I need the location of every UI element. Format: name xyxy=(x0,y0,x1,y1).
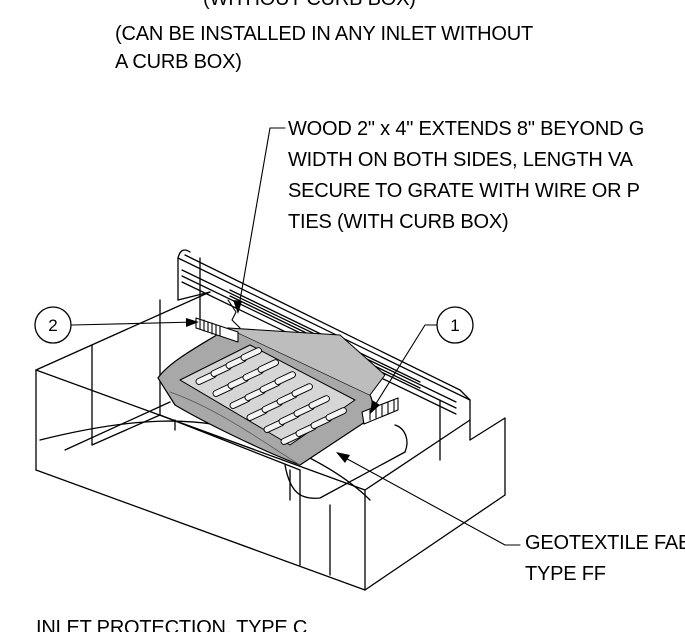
callout-circle-1 xyxy=(436,306,474,344)
wood-block-right xyxy=(361,397,399,425)
wood-note-line-1: WOOD 2" x 4" EXTENDS 8" BEYOND G xyxy=(288,118,645,140)
geotextile-leader xyxy=(339,454,521,546)
drawing-title: INLET PROTECTION, TYPE C xyxy=(36,617,308,632)
wood-block-left xyxy=(195,299,241,343)
wood-leader xyxy=(237,127,286,313)
wood-note-line-2: WIDTH ON BOTH SIDES, LENGTH VA xyxy=(288,149,633,171)
callout-1-leader xyxy=(371,324,438,411)
leader-lines xyxy=(71,127,521,546)
callout-1-label: 1 xyxy=(450,316,459,335)
top-note-line-2: A CURB BOX) xyxy=(115,51,242,73)
wood-note-line-4: TIES (WITH CURB BOX) xyxy=(288,211,509,233)
ground-slab xyxy=(35,291,506,591)
callout-circle-2 xyxy=(34,306,72,344)
wood-note-line-3: SECURE TO GRATE WITH WIRE OR P xyxy=(288,180,640,202)
callout-2-leader xyxy=(71,321,197,326)
grate-slots xyxy=(195,347,347,445)
arrowheads xyxy=(186,300,380,463)
callout-2-label: 2 xyxy=(48,316,57,335)
geotextile-note-line-1: GEOTEXTILE FABRIC, xyxy=(525,532,685,554)
top-note-line-0: (WITHOUT CURB BOX) xyxy=(203,0,416,12)
geotextile-note-line-2: TYPE FF xyxy=(525,563,606,585)
top-note-line-1: (CAN BE INSTALLED IN ANY INLET WITHOUT xyxy=(115,23,534,45)
inlet-rim xyxy=(174,419,408,501)
